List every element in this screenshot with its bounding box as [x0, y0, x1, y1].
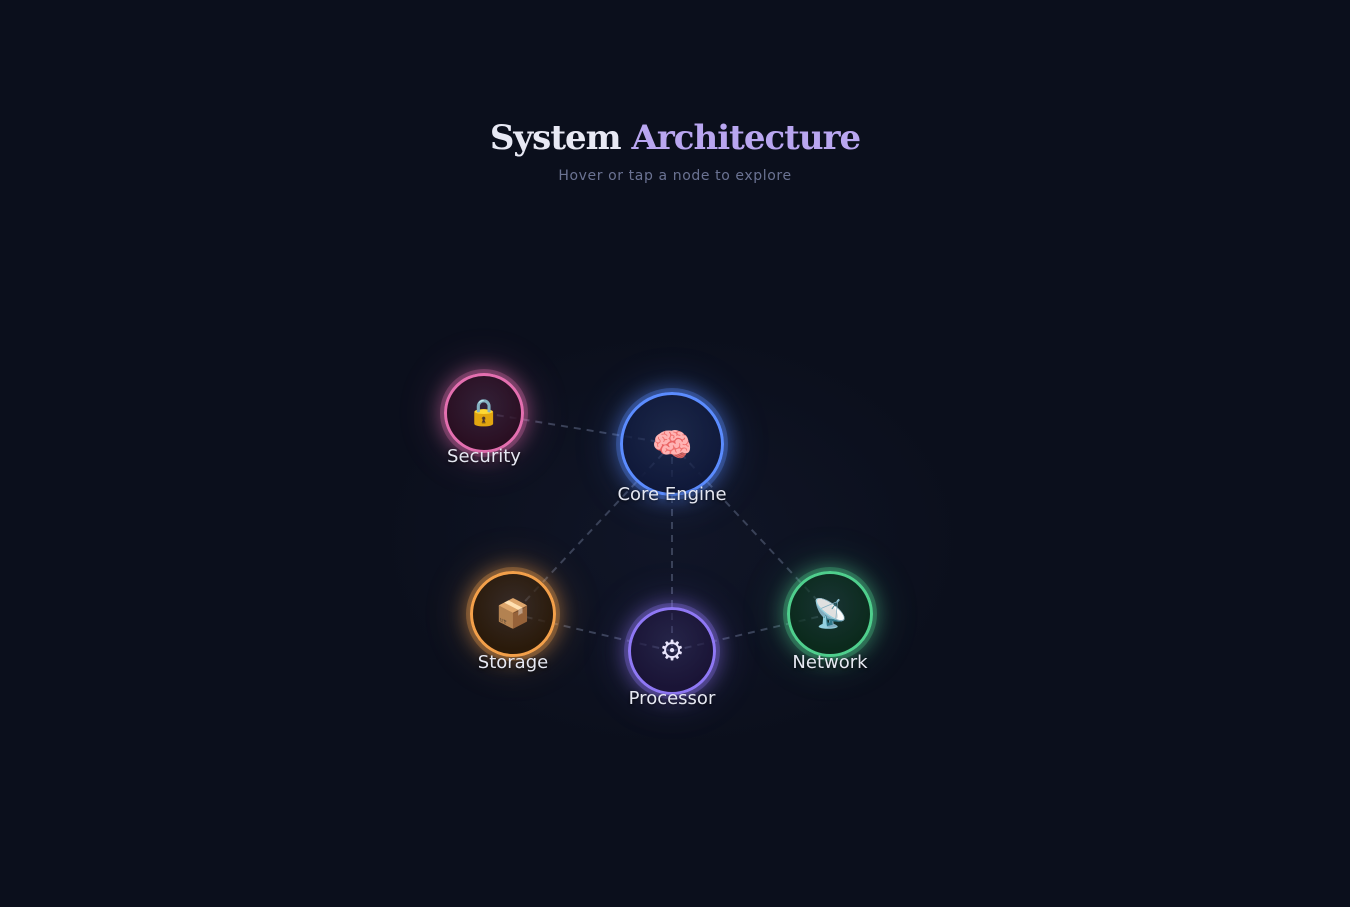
- node-label-network: Network: [792, 652, 868, 673]
- node-processor[interactable]: ⚙: [628, 607, 716, 695]
- header: System Architecture Hover or tap a node …: [0, 112, 1350, 184]
- node-storage[interactable]: 📦: [470, 571, 556, 657]
- node-core-engine[interactable]: 🧠: [620, 392, 724, 496]
- node-security[interactable]: 🔒: [444, 373, 524, 453]
- node-label-processor: Processor: [628, 688, 716, 709]
- node-network[interactable]: 📡: [787, 571, 873, 657]
- package-icon: 📦: [495, 597, 531, 630]
- node-label-security: Security: [447, 446, 521, 467]
- brain-icon: 🧠: [651, 424, 693, 464]
- lock-icon: 🔒: [467, 398, 501, 428]
- gear-icon: ⚙: [659, 634, 685, 667]
- satellite-dish-icon: 📡: [812, 597, 848, 630]
- page-subtitle: Hover or tap a node to explore: [558, 168, 792, 184]
- node-label-storage: Storage: [477, 652, 549, 673]
- title-word-system: System: [489, 118, 622, 158]
- page-title: System Architecture: [0, 112, 1350, 164]
- title-word-architecture: Architecture: [631, 118, 861, 158]
- node-label-core-engine: Core Engine: [617, 484, 727, 505]
